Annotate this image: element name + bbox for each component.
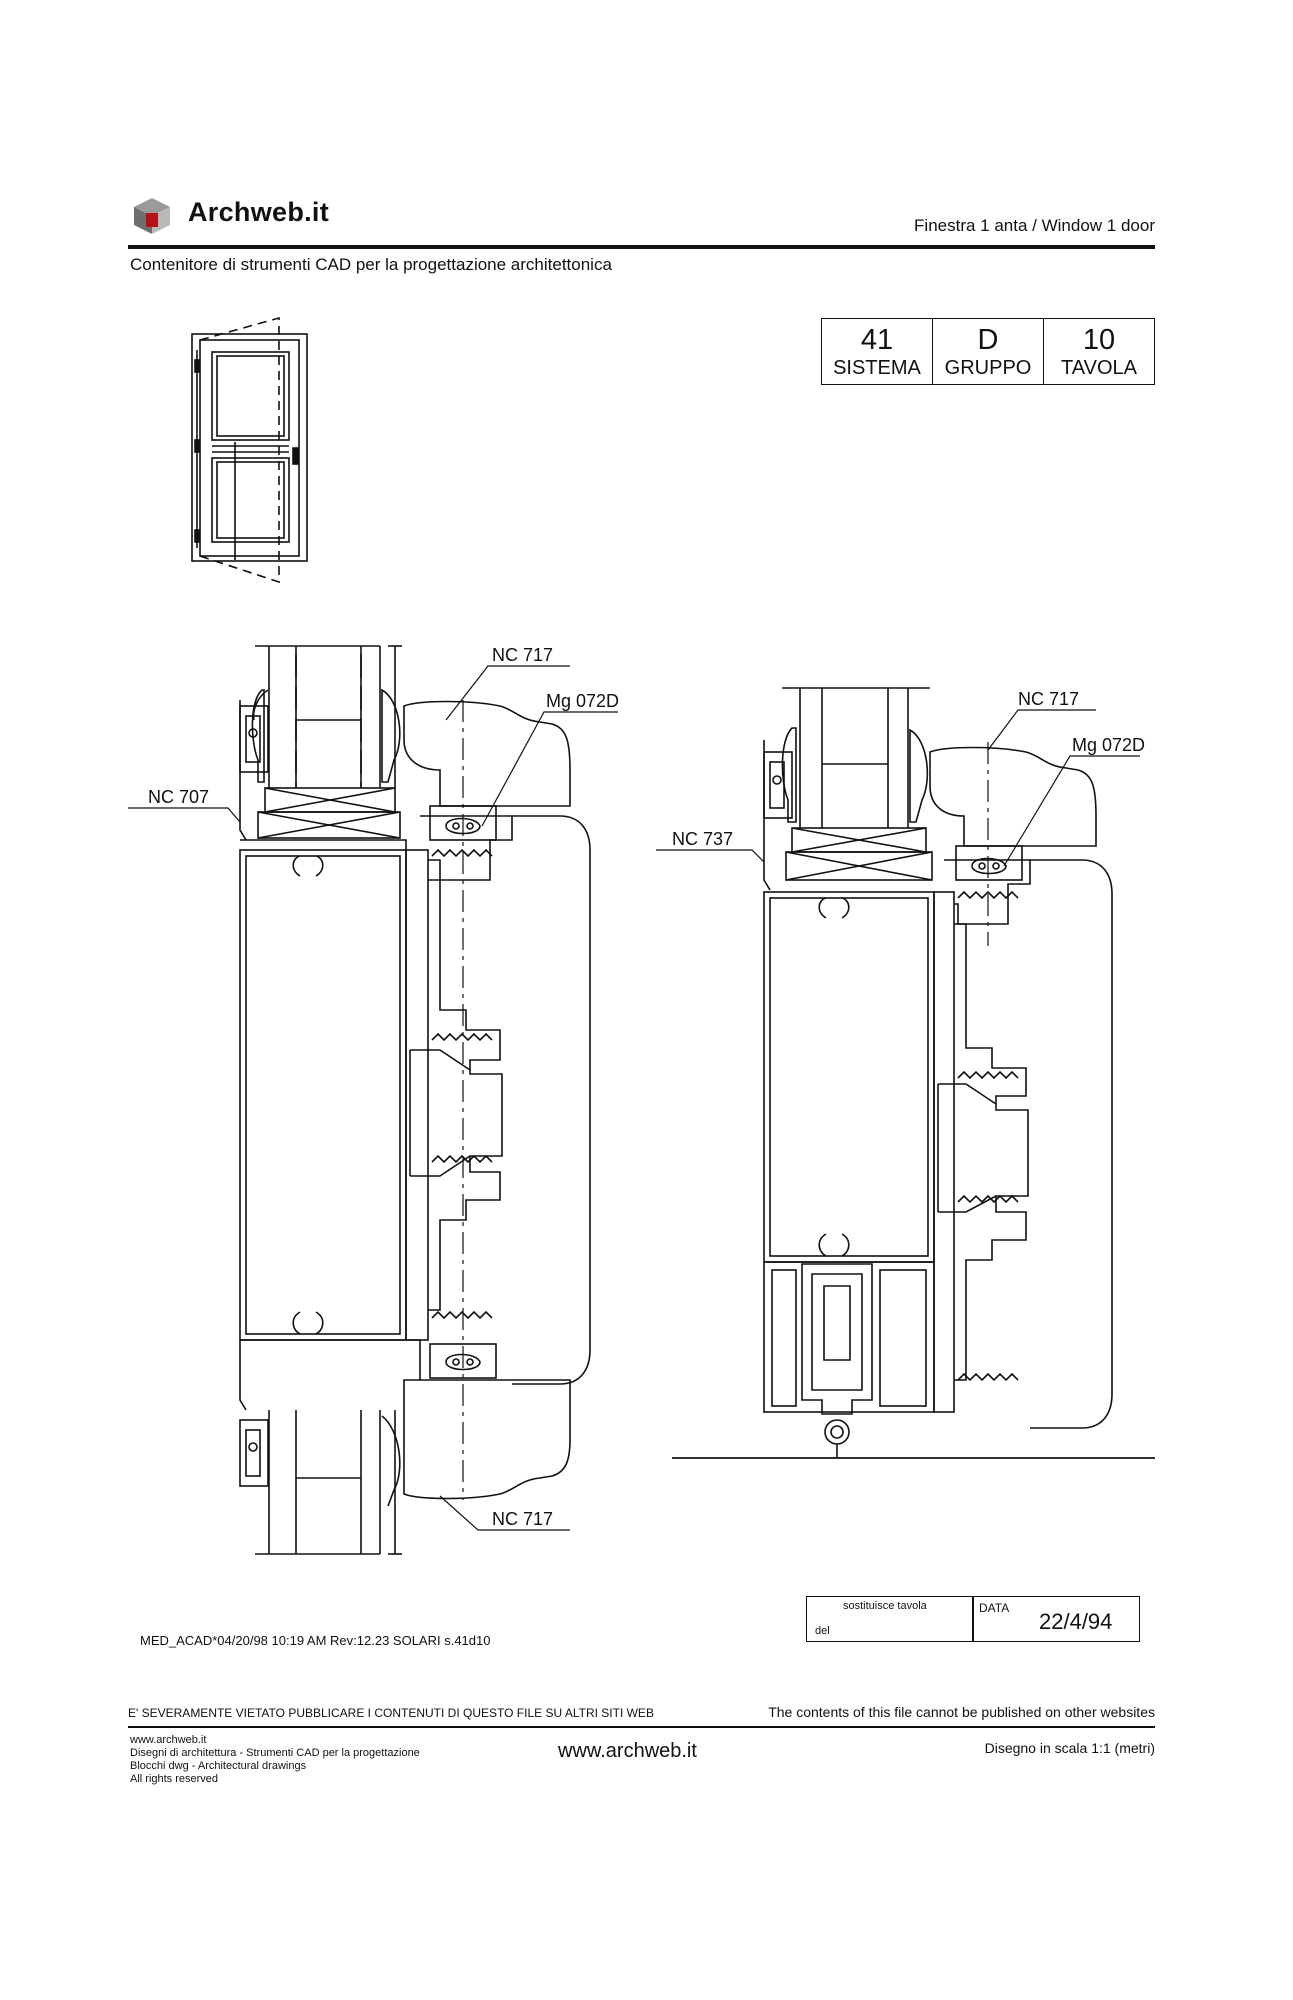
label-mg072d-right: Mg 072D — [1072, 735, 1145, 755]
cad-stamp: MED_ACAD*04/20/98 10:19 AM Rev:12.23 SOL… — [140, 1633, 491, 1648]
revision-box: sostituisce tavola del DATA 22/4/94 — [806, 1596, 1140, 1642]
serrated-joints — [431, 848, 493, 1320]
code-cell-gruppo: D GRUPPO — [933, 319, 1044, 384]
sheet-code-table: 41 SISTEMA D GRUPPO 10 TAVOLA — [821, 318, 1155, 385]
date-label: DATA — [979, 1601, 1010, 1615]
door-elevation-thumbnail — [191, 316, 308, 584]
warning-english: The contents of this file cannot be publ… — [768, 1704, 1155, 1720]
label-nc707: NC 707 — [148, 787, 209, 807]
gasket-right — [955, 845, 1023, 881]
page-title: Finestra 1 anta / Window 1 door — [914, 216, 1155, 235]
leader-lines — [128, 665, 1140, 1531]
label-nc717-left-top: NC 717 — [492, 645, 553, 665]
footer-line: Disegni di architettura - Strumenti CAD … — [130, 1747, 420, 1759]
page-subtitle: Contenitore di strumenti CAD per la prog… — [130, 255, 612, 274]
label-nc717-left-bottom: NC 717 — [492, 1509, 553, 1529]
code-label: TAVOLA — [1061, 357, 1137, 379]
del-label: del — [815, 1625, 830, 1637]
replaces-label: sostituisce tavola — [843, 1600, 927, 1612]
code-cell-sistema: 41 SISTEMA — [822, 319, 933, 384]
code-cell-tavola: 10 TAVOLA — [1044, 319, 1154, 384]
footer-credits: www.archweb.it Disegni di architettura -… — [130, 1734, 420, 1786]
revision-divider — [972, 1597, 974, 1641]
label-mg072d-left: Mg 072D — [546, 691, 619, 711]
footer-line: All rights reserved — [130, 1773, 219, 1785]
footer-site-link[interactable]: www.archweb.it — [558, 1740, 697, 1762]
date-value: 22/4/94 — [1039, 1609, 1113, 1634]
right-section-drawing — [672, 687, 1155, 1459]
brand-name[interactable]: Archweb.it — [188, 197, 330, 227]
archweb-logo-icon — [134, 198, 170, 234]
code-value: 10 — [1082, 324, 1116, 356]
serrated-joints-right — [957, 890, 1019, 1382]
footer-line[interactable]: www.archweb.it — [130, 1734, 207, 1746]
scale-note: Disegno in scala 1:1 (metri) — [984, 1740, 1155, 1756]
label-nc717-right: NC 717 — [1018, 689, 1079, 709]
code-value: 41 — [860, 324, 894, 356]
header-divider — [128, 245, 1155, 249]
warning-italian: E' SEVERAMENTE VIETATO PUBBLICARE I CONT… — [128, 1706, 654, 1720]
code-value: D — [977, 324, 999, 356]
footer-line: Blocchi dwg - Architectural drawings — [130, 1760, 307, 1772]
label-nc737: NC 737 — [672, 829, 733, 849]
footer-divider — [128, 1726, 1155, 1728]
left-section-drawing — [239, 645, 591, 1555]
code-label: GRUPPO — [944, 357, 1032, 379]
code-label: SISTEMA — [833, 357, 921, 379]
